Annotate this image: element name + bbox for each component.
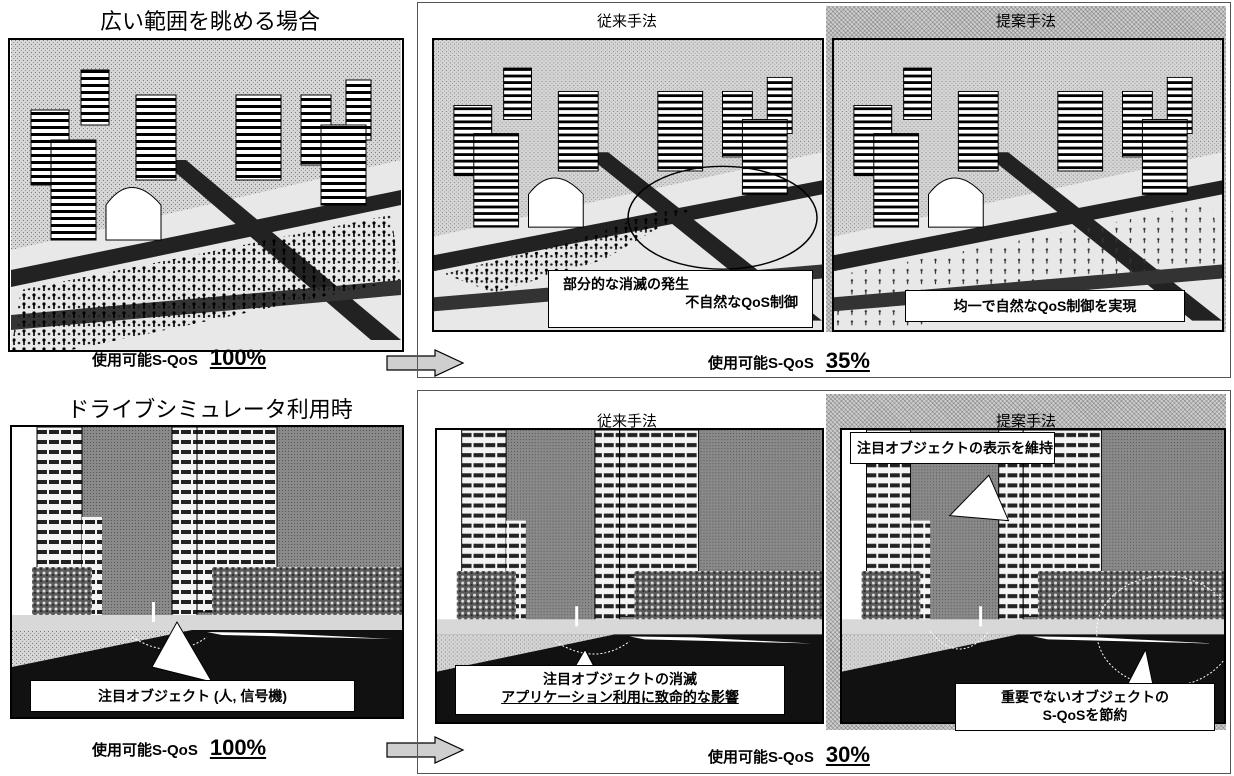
- row2-proposed-callout-top: 注目オブジェクトの表示を維持: [850, 432, 1055, 464]
- row1-right-qos-value: 35%: [825, 348, 870, 373]
- row2-comparison-group: [417, 390, 1231, 774]
- row2-left-callout: 注目オブジェクト (人, 信号機): [30, 680, 355, 712]
- row2-drive-sim-panel: [10, 425, 404, 719]
- row2-left-qos-value: 100%: [209, 735, 267, 760]
- row1-left-qos-value: 100%: [209, 345, 267, 370]
- row2-title: ドライブシミュレータ利用時: [67, 398, 353, 423]
- row1-arrow: [386, 349, 465, 377]
- row2-conventional-callout: 注目オブジェクトの消滅 アプリケーション利用に致命的な影響: [455, 665, 785, 715]
- row2-conventional-label: 従来手法: [596, 412, 657, 430]
- row2-proposed-panel: [840, 428, 1226, 724]
- row1-comparison-group: [417, 2, 1231, 378]
- row1-wide-view-panel: [8, 38, 404, 352]
- row1-conventional-label: 従来手法: [596, 12, 657, 30]
- row2-proposed-callout-bottom: 重要でないオブジェクトの S-QoSを節約: [955, 683, 1215, 731]
- row1-proposed-panel: [832, 38, 1224, 332]
- row1-title: 広い範囲を眺める場合: [99, 10, 320, 35]
- row2-arrow: [386, 736, 465, 764]
- row1-conventional-callout: 部分的な消滅の発生 不自然なQoS制御: [548, 270, 813, 328]
- row1-proposed-label: 提案手法: [995, 12, 1056, 30]
- row1-proposed-callout: 均一で自然なQoS制御を実現: [905, 290, 1185, 322]
- row2-right-qos-value: 30%: [825, 742, 870, 767]
- row2-proposed-label: 提案手法: [995, 412, 1056, 430]
